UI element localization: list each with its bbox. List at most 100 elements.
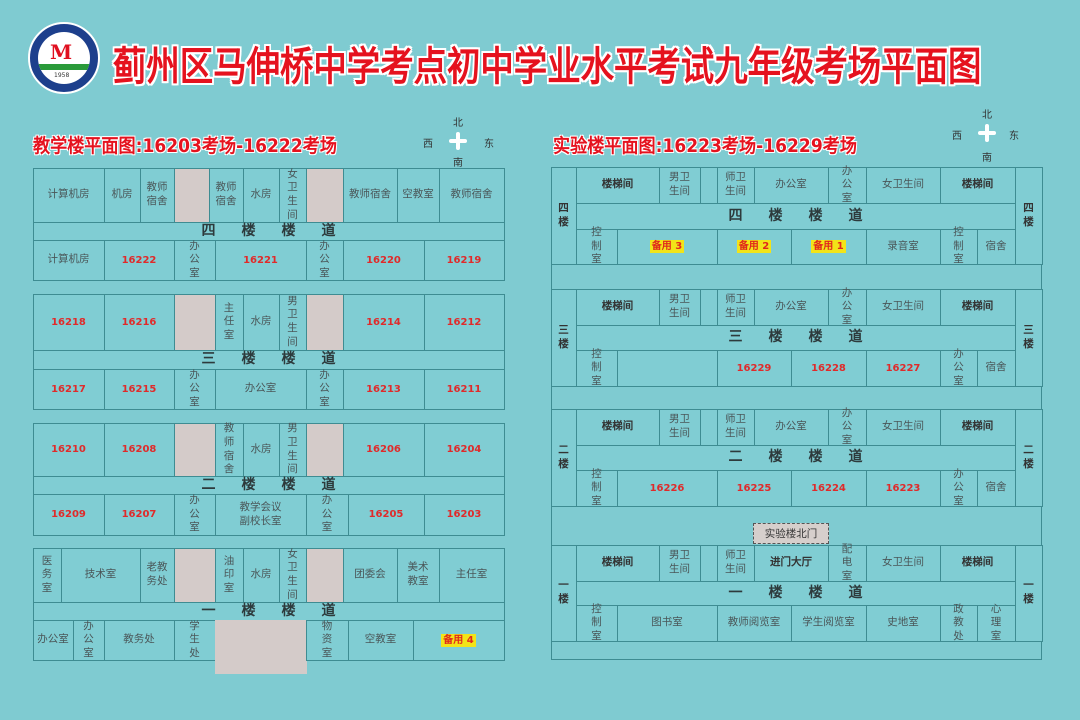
teaching-room: 16220 <box>342 239 425 281</box>
teaching-room: 计算机房 <box>32 239 105 281</box>
teaching-room-label: 机房 <box>111 188 133 201</box>
teaching-room: 女卫生间 <box>278 167 307 223</box>
lab-room: 师卫生间 <box>716 544 755 582</box>
lab-room: 女卫生间 <box>865 166 941 204</box>
teaching-room: 水房 <box>242 293 280 351</box>
lab-room: 男卫生间 <box>658 166 701 204</box>
lab-room-label: 师卫生间 <box>725 549 746 575</box>
empty-room <box>699 544 718 582</box>
lab-room-label: 女卫生间 <box>882 556 924 569</box>
logo-year: 1958 <box>54 72 70 79</box>
lab-room-label: 宿舍 <box>985 239 1007 252</box>
teaching-room-label: 办公室 <box>189 239 200 279</box>
lab-room: 办公室 <box>827 164 867 204</box>
lab-room-label: 师卫生间 <box>725 413 746 439</box>
lab-room: 16229 <box>716 349 792 387</box>
teaching-room-label: 主任室 <box>455 568 488 581</box>
lab-room-label: 办公室 <box>841 406 853 446</box>
teaching-room: 教师宿舍 <box>342 167 398 223</box>
stairwell-block <box>305 547 344 603</box>
stairwell-block <box>305 167 344 223</box>
teaching-room-label: 16220 <box>366 254 401 266</box>
teaching-room-label: 女卫生间 <box>287 167 298 221</box>
teaching-room-label: 水房 <box>250 188 272 201</box>
teaching-room-label: 16214 <box>366 316 401 328</box>
teaching-room-label: 备用 4 <box>441 633 476 647</box>
lab-room-label: 16226 <box>649 482 685 494</box>
lab-room-label: 办公室 <box>953 467 964 507</box>
lab-room-label: 楼梯间 <box>961 420 994 433</box>
teaching-room-label: 空教室 <box>402 188 434 201</box>
teaching-room: 男卫生间 <box>278 293 307 351</box>
lab-room-label: 控制室 <box>591 467 602 507</box>
compass-icon <box>978 124 996 142</box>
teaching-room-label: 16203 <box>446 509 482 520</box>
teaching-room: 16207 <box>103 493 175 536</box>
corridor: 三楼楼道 <box>575 324 1016 351</box>
teaching-room-label: 教师宿舍 <box>223 422 235 476</box>
lab-room: 办公室 <box>753 166 829 204</box>
teaching-room: 办公室 <box>214 368 307 410</box>
floor-label-left: 二楼 <box>550 408 577 507</box>
corridor: 二楼楼道 <box>575 444 1016 471</box>
teaching-room: 16213 <box>342 368 425 410</box>
teaching-room-label: 16206 <box>366 444 401 455</box>
teaching-room: 美术教室 <box>396 547 440 603</box>
lab-room: 配电室 <box>827 543 867 582</box>
lab-room-label: 16229 <box>736 362 772 374</box>
teaching-room: 水房 <box>242 167 280 223</box>
teaching-room-label: 团委会 <box>354 568 386 581</box>
lab-room-label: 师卫生间 <box>725 293 746 319</box>
empty-room <box>699 166 718 204</box>
teaching-room: 16214 <box>342 293 425 351</box>
teaching-room-label: 16215 <box>121 383 157 395</box>
teaching-room: 教师宿舍 <box>139 167 175 223</box>
teaching-room-label: 水房 <box>250 568 272 581</box>
teaching-room-label: 16222 <box>121 254 157 266</box>
teaching-room: 办公室 <box>32 619 74 661</box>
stairwell-block <box>173 422 216 477</box>
teaching-room: 教学会议副校长室 <box>214 493 307 536</box>
teaching-room: 男卫生间 <box>278 422 307 477</box>
lab-room-label: 宿舍 <box>985 361 1007 374</box>
teaching-room: 教师宿舍 <box>438 167 505 223</box>
compass-east: 东 <box>1009 131 1019 142</box>
lab-room: 楼梯间 <box>575 166 660 204</box>
lab-room: 16227 <box>865 349 941 387</box>
lab-room: 控制室 <box>939 226 978 266</box>
teaching-room-label: 美术教室 <box>407 561 429 587</box>
teaching-room-label: 16210 <box>51 444 86 455</box>
lab-room: 办公室 <box>753 288 829 326</box>
lab-room-label: 控制室 <box>591 602 602 642</box>
corridor-label: 四楼楼道 <box>728 207 889 224</box>
teaching-room-label: 教师宿舍 <box>146 181 168 207</box>
teaching-room: 16218 <box>32 293 105 351</box>
lab-room-label: 办公室 <box>775 178 807 191</box>
lab-room: 宿舍 <box>976 349 1016 387</box>
lab-room-label: 办公室 <box>841 164 853 204</box>
floor-label-left-label: 四楼 <box>558 201 569 228</box>
lab-room-label: 办公室 <box>841 286 853 326</box>
teaching-room: 办公室 <box>305 368 344 410</box>
compass-west: 西 <box>423 139 433 150</box>
teaching-room-label: 办公室 <box>83 619 94 659</box>
lab-room-label: 楼梯间 <box>961 300 994 313</box>
floor-label-right-label: 二楼 <box>1023 443 1034 470</box>
teaching-room: 教师宿舍 <box>208 167 244 223</box>
floor-label-right-label: 一楼 <box>1023 579 1034 605</box>
teaching-room: 16212 <box>423 293 505 351</box>
teaching-room: 医务室 <box>32 547 62 603</box>
teaching-room: 16211 <box>423 368 505 410</box>
teaching-room-label: 16209 <box>51 509 86 520</box>
corridor: 三楼楼道 <box>32 349 505 370</box>
teaching-room: 16222 <box>103 239 175 281</box>
lab-room-label: 控制室 <box>953 226 964 266</box>
lab-room: 控制室 <box>575 467 618 507</box>
lab-room: 控制室 <box>575 602 618 642</box>
teaching-room-label: 办公室 <box>319 368 330 408</box>
teaching-room-label: 办公室 <box>244 382 277 395</box>
teaching-room: 办公室 <box>305 239 344 281</box>
lab-room: 女卫生间 <box>865 288 941 326</box>
lab-room-label: 16227 <box>885 362 921 374</box>
lab-room: 学生阅览室 <box>790 604 867 642</box>
